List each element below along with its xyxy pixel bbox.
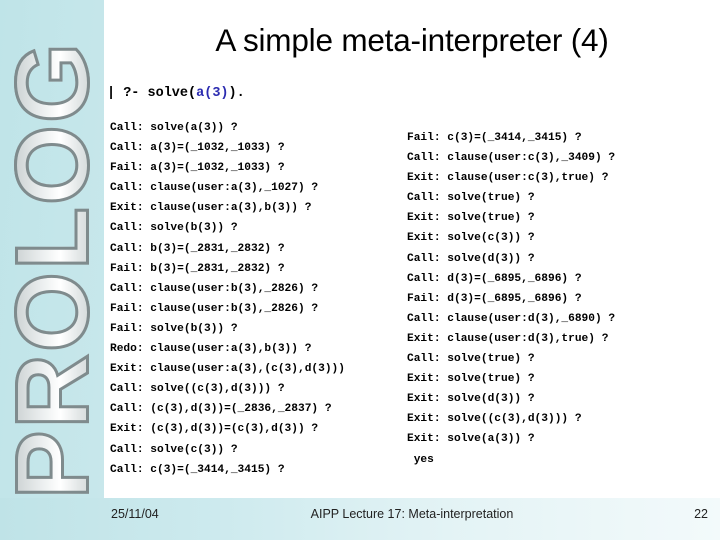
trace-line: Exit: clause(user:d(3),true) ? (407, 332, 609, 345)
trace-line: Call: (c(3),d(3))=(_2836,_2837) ? (110, 403, 332, 416)
prolog-wordmark: PROLOG (0, 39, 104, 500)
prolog-query-line: | ?- solve(a(3)). (107, 86, 245, 101)
trace-line: Fail: d(3)=(_6895,_6896) ? (407, 292, 582, 305)
slide-footer-inner: 25/11/04 AIPP Lecture 17: Meta-interpret… (104, 498, 720, 540)
trace-line: Call: clause(user:a(3),_1027) ? (110, 182, 319, 195)
trace-column-right: Fail: c(3)=(_3414,_3415) ? Call: clause(u… (407, 128, 615, 470)
trace-line: Fail: a(3)=(_1032,_1033) ? (110, 162, 285, 175)
trace-line: Exit: clause(user:c(3),true) ? (407, 172, 609, 185)
footer-page-number: 22 (694, 507, 708, 521)
slide-footer: 25/11/04 AIPP Lecture 17: Meta-interpret… (0, 498, 720, 540)
trace-line: Fail: b(3)=(_2831,_2832) ? (110, 262, 285, 275)
trace-line: Exit: clause(user:a(3),b(3)) ? (110, 202, 312, 215)
trace-line: Call: a(3)=(_1032,_1033) ? (110, 142, 285, 155)
content-card: A simple meta-interpreter (4) | ?- solve… (104, 0, 720, 498)
trace-line: Call: solve(a(3)) ? (110, 122, 238, 134)
page-title: A simple meta-interpreter (4) (215, 22, 609, 58)
trace-line: Exit: solve(true) ? (407, 212, 535, 225)
trace-line: Call: b(3)=(_2831,_2832) ? (110, 242, 285, 255)
query-goal: a(3) (196, 86, 229, 101)
trace-line: Call: d(3)=(_6895,_6896) ? (407, 272, 582, 285)
trace-column-left: Call: solve(a(3)) ? Call: a(3)=(_1032,_10… (110, 118, 345, 480)
trace-line: Redo: clause(user:a(3),b(3)) ? (110, 343, 312, 356)
trace-line: Exit: (c(3),d(3))=(c(3),d(3)) ? (110, 423, 319, 436)
trace-answer: yes (413, 453, 434, 466)
trace-line: Exit: solve(a(3)) ? (407, 433, 535, 446)
trace-line: Call: solve(true) ? (407, 192, 535, 205)
trace-line: Call: solve(b(3)) ? (110, 222, 238, 235)
trace-line: Exit: solve(true) ? (407, 373, 535, 386)
trace-line: Call: clause(user:c(3),_3409) ? (407, 152, 616, 165)
trace-line: Call: solve(c(3)) ? (110, 443, 238, 456)
footer-date: 25/11/04 (111, 507, 159, 521)
sidebar-decoration: PROLOG (0, 0, 104, 540)
trace-line: Call: solve(d(3)) ? (407, 252, 535, 265)
trace-line: Exit: solve((c(3),d(3))) ? (407, 413, 582, 426)
trace-line: Call: solve((c(3),d(3))) ? (110, 383, 285, 396)
trace-line: Call: clause(user:b(3),_2826) ? (110, 282, 319, 295)
trace-line: Call: solve(true) ? (407, 353, 535, 366)
trace-line: Exit: solve(d(3)) ? (407, 393, 535, 406)
query-prompt: | ?- solve( (107, 86, 197, 101)
trace-line: Exit: solve(c(3)) ? (407, 232, 535, 245)
trace-line: Fail: solve(b(3)) ? (110, 322, 238, 335)
trace-line: Fail: clause(user:b(3),_2826) ? (110, 302, 319, 315)
trace-line: Fail: c(3)=(_3414,_3415) ? (407, 132, 582, 144)
trace-line: Call: c(3)=(_3414,_3415) ? (110, 463, 285, 476)
footer-lecture-title: AIPP Lecture 17: Meta-interpretation (310, 507, 514, 521)
query-suffix: ). (228, 86, 245, 101)
trace-line: Exit: clause(user:a(3),(c(3),d(3))) (110, 363, 345, 376)
trace-line: Call: clause(user:d(3),_6890) ? (407, 312, 616, 325)
